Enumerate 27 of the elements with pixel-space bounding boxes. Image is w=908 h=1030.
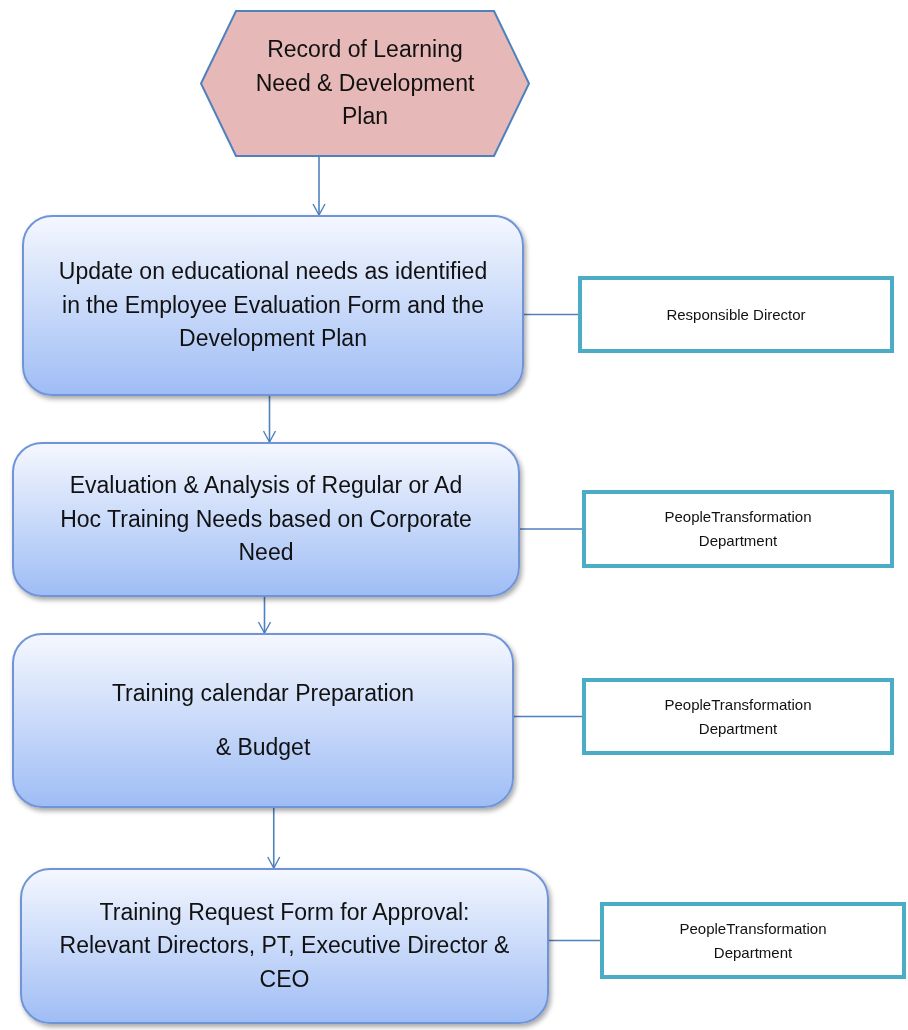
role-label: PeopleTransformation Department <box>663 507 813 551</box>
connector-line <box>519 528 583 530</box>
step-label: Update on educational needs as identified in the Employee Evaluation Form and the Development Plan <box>58 257 488 354</box>
connector-line <box>548 939 601 942</box>
connector-line <box>513 715 583 718</box>
role-box <box>582 678 894 755</box>
step-label: & Budget <box>215 732 311 762</box>
step-label: Training calendar Preparation <box>111 679 415 709</box>
role-box <box>578 276 894 353</box>
arrow <box>262 395 277 443</box>
arrow <box>267 807 281 869</box>
step-label: Training Request Form for Approval: Relevant Directors, PT, Executive Director & CEO <box>58 898 511 994</box>
role-box <box>582 490 894 568</box>
process-box <box>20 868 549 1024</box>
step-label: Record of Learning Need & Development Plan <box>254 35 476 132</box>
arrow <box>257 596 272 634</box>
connector-line <box>523 313 579 316</box>
role-label: PeopleTransformation Department <box>663 694 813 739</box>
arrow <box>312 156 326 216</box>
process-box <box>12 633 514 808</box>
process-box <box>12 442 520 597</box>
role-label: Responsible Director <box>666 304 806 325</box>
step-label: Evaluation & Analysis of Regular or Ad Hoc Training Needs based on Corporate Need <box>59 471 473 568</box>
process-box <box>22 215 524 396</box>
role-label: PeopleTransformation Department <box>678 918 828 963</box>
start-hexagon <box>200 10 530 157</box>
role-box <box>600 902 906 979</box>
